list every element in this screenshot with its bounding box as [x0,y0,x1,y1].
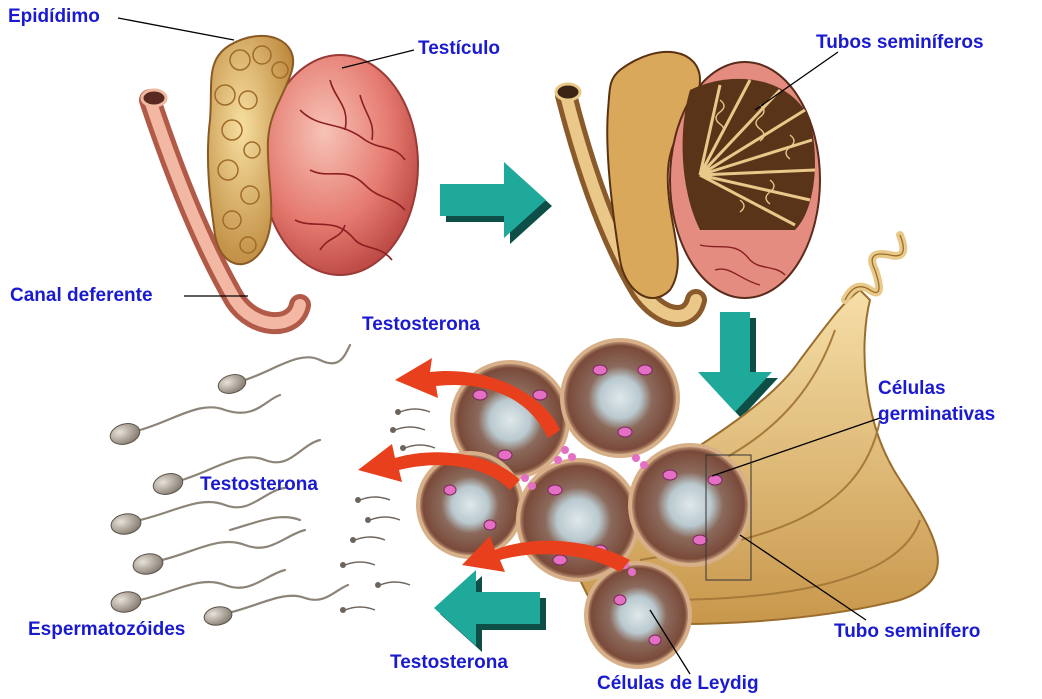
label-germ-cells-line2: germinativas [878,402,995,428]
testis-whole-illustration [142,36,418,323]
arrow-right-icon [440,162,552,244]
sperm-head [151,470,185,497]
sperm-head [108,420,142,447]
label-seminiferous-tubule: Tubo seminífero [834,621,980,643]
sperm-head [109,512,142,537]
sperm-head [203,605,234,628]
label-testosterone-top: Testosterona [362,314,480,336]
arrow-left-icon [434,570,546,652]
sectioned-vas-opening [556,84,580,100]
label-germ-cells: Células germinativas [878,376,995,428]
label-epididymis: Epidídimo [8,6,100,28]
label-germ-cells-line1: Células [878,376,995,402]
sperm-head [131,552,164,577]
cross-section-6 [586,563,690,667]
label-testis: Testículo [418,38,500,60]
sectioned-testis-interior [683,79,815,230]
sperm-head [216,372,248,397]
label-testosterone-middle: Testosterona [200,474,318,496]
label-spermatozoa: Espermatozóides [28,619,185,641]
sperm-head [109,590,142,615]
label-vas-deferens: Canal deferente [10,285,153,307]
vas-deferens-opening [142,90,166,106]
cross-section-5 [630,445,750,565]
label-leydig-cells: Células de Leydig [597,673,759,695]
cross-section-2 [562,340,678,456]
label-seminiferous-tubules: Tubos seminíferos [816,32,984,54]
label-testosterone-bottom: Testosterona [390,652,508,674]
